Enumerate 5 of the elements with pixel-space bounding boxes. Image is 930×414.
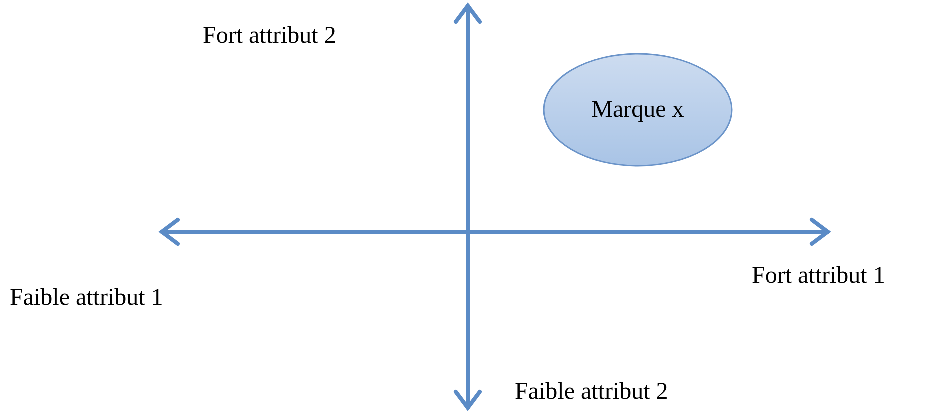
axis-label: Fort attribut 2 (203, 22, 336, 51)
axis-label: Faible attribut 1 (10, 284, 164, 313)
axis-label: Faible attribut 2 (515, 378, 668, 407)
brand-ellipse: Marque x (542, 52, 734, 168)
axis-label: Fort attribut 1 (752, 262, 886, 291)
